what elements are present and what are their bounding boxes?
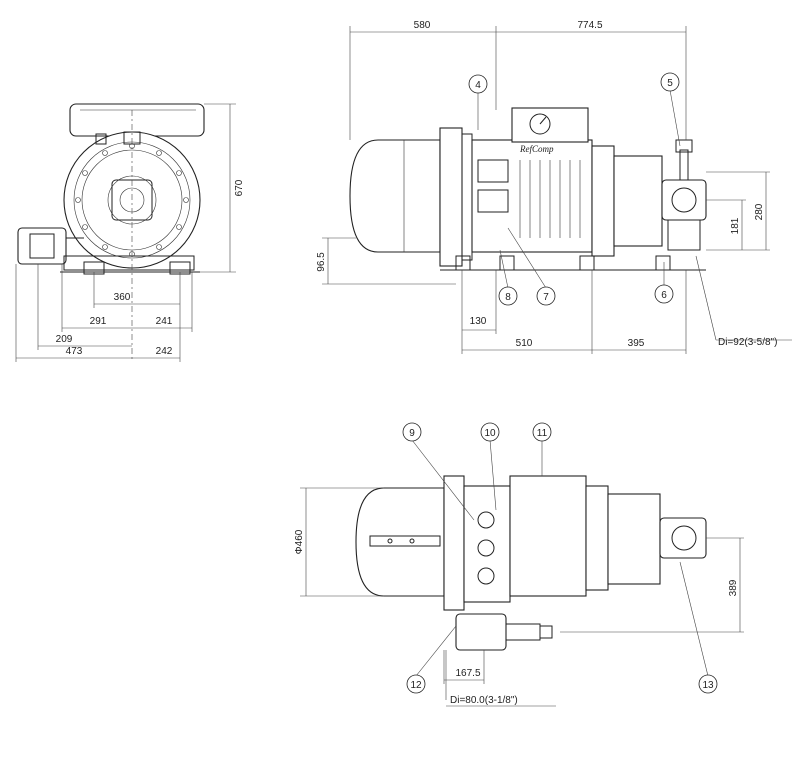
callout-8: 8 (505, 292, 511, 303)
dim-96-5: 96.5 (316, 252, 327, 272)
dim-167-5: 167.5 (455, 668, 480, 679)
callout-4: 4 (475, 80, 481, 91)
dim-389: 389 (728, 579, 739, 596)
callout-5: 5 (667, 78, 673, 89)
dim-774-5: 774.5 (577, 20, 602, 31)
dim-360: 360 (114, 292, 131, 303)
callout-13: 13 (702, 680, 714, 691)
callout-9: 9 (409, 428, 415, 439)
dim-510: 510 (516, 338, 533, 349)
dim-209: 209 (56, 334, 73, 345)
dim-130: 130 (470, 316, 487, 327)
dim-670: 670 (234, 179, 245, 196)
dim-580: 580 (414, 20, 431, 31)
callout-12: 12 (410, 680, 422, 691)
dim-181: 181 (730, 217, 741, 234)
dim-242: 242 (156, 346, 173, 357)
side-view: RefComp 580 774.5 (316, 20, 792, 354)
brand-mark: RefComp (519, 144, 554, 154)
callout-11: 11 (537, 428, 548, 439)
dim-280: 280 (754, 203, 765, 220)
top-view: Φ460 389 167.5 Di=80.0(3-1/8") 9 10 11 1… (294, 422, 744, 707)
dim-473: 473 (66, 346, 83, 357)
end-view: 670 360 291 241 209 473 242 (15, 103, 245, 362)
dim-phi-460: Φ460 (294, 529, 305, 554)
dim-395: 395 (628, 338, 645, 349)
note-di-92: Di=92(3-5/8") (718, 337, 777, 348)
dim-291: 291 (90, 316, 107, 327)
callout-7: 7 (543, 292, 549, 303)
callout-10: 10 (484, 428, 496, 439)
callout-6: 6 (661, 290, 667, 301)
dim-241: 241 (156, 316, 173, 327)
note-di-80: Di=80.0(3-1/8") (450, 695, 518, 706)
